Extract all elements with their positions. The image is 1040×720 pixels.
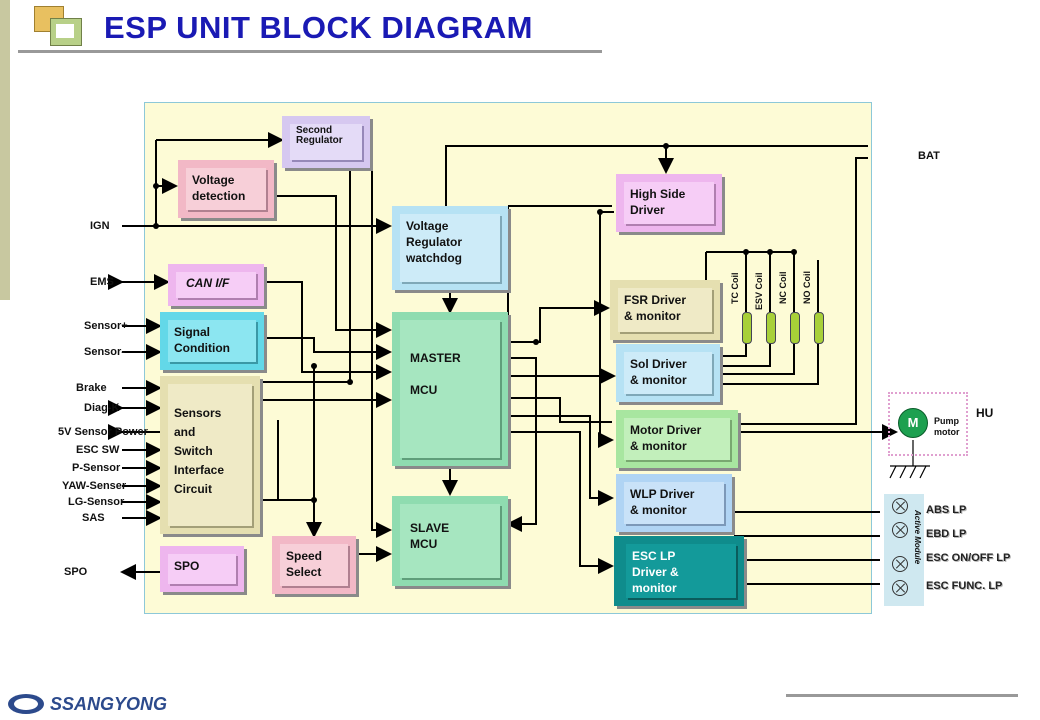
hu-label: HU [976, 406, 994, 420]
speed-select-block: Speed Select [272, 536, 356, 594]
wlp-driver-block: WLP Driver & monitor [616, 474, 732, 532]
ign-label: IGN [90, 220, 110, 232]
pump-motor-icon: M [898, 408, 928, 438]
esv-coil [766, 312, 776, 344]
nc-coil-label: NC Coil [778, 271, 788, 305]
nc-coil [790, 312, 800, 344]
master-mcu-block: MASTER MCU [392, 312, 508, 466]
can-if-block: CAN I/F [168, 264, 264, 306]
signal-condition-block: Signal Condition [160, 312, 264, 370]
active-module-label: Active Module [913, 510, 922, 565]
tc-coil-label: TC Coil [730, 272, 740, 305]
esc-onoff-lamp-icon [892, 556, 908, 572]
no-coil [814, 312, 824, 344]
p-sensor-label: P-Sensor [72, 462, 121, 474]
tc-coil [742, 312, 752, 344]
spo-block: SPO [160, 546, 244, 592]
ebd-lp-label: EBD LP [926, 528, 967, 540]
esc-func-lp-label: ESC FUNC. LP [926, 580, 1003, 592]
title-underline [18, 50, 602, 53]
esc-sw-label: ESC SW [76, 444, 120, 456]
page-title: ESP UNIT BLOCK DIAGRAM [104, 10, 533, 45]
diag-k-label: Diag-K [84, 402, 120, 414]
left-accent-bar [0, 0, 10, 300]
sensor-power-label: 5V Sensor Power [58, 426, 148, 438]
ebd-lamp-icon [892, 522, 908, 538]
footer-line [786, 694, 1018, 697]
sas-label: SAS [82, 512, 105, 524]
motor-driver-block: Motor Driver & monitor [616, 410, 738, 468]
second-regulator-block: Second Regulator [282, 116, 370, 168]
brake-label: Brake [76, 382, 107, 394]
no-coil-label: NO Coil [802, 271, 812, 304]
sol-driver-block: Sol Driver & monitor [616, 344, 720, 402]
fsr-driver-block: FSR Driver & monitor [610, 280, 720, 340]
yaw-sensor-label: YAW-Senser [62, 480, 127, 492]
esv-coil-label: ESV Coil [754, 272, 764, 310]
sensors-switch-interface-block: Sensors and Switch Interface Circuit [160, 376, 260, 534]
logo-icon [34, 6, 84, 46]
hu-box [888, 392, 968, 456]
voltage-regulator-block: Voltage Regulator watchdog [392, 206, 508, 290]
esc-onoff-lp-label: ESC ON/OFF LP [926, 552, 1011, 564]
abs-lamp-icon [892, 498, 908, 514]
abs-lp-label: ABS LP [926, 504, 967, 516]
spo-out-label: SPO [64, 566, 88, 578]
slave-mcu-block: SLAVE MCU [392, 496, 508, 586]
pump-motor-label: Pump motor [934, 416, 960, 437]
high-side-driver-block: High Side Driver [616, 174, 722, 232]
voltage-detection-block: Voltage detection [178, 160, 274, 218]
ems-label: EMS [90, 276, 114, 288]
lg-sensor-label: LG-Sensor [68, 496, 125, 508]
sensor-minus-label: Sensor- [84, 346, 125, 358]
esc-lp-driver-block: ESC LP Driver & monitor [614, 536, 744, 606]
bat-label: BAT [918, 150, 940, 162]
esc-func-lamp-icon [892, 580, 908, 596]
sensor-plus-label: Sensor+ [84, 320, 128, 332]
